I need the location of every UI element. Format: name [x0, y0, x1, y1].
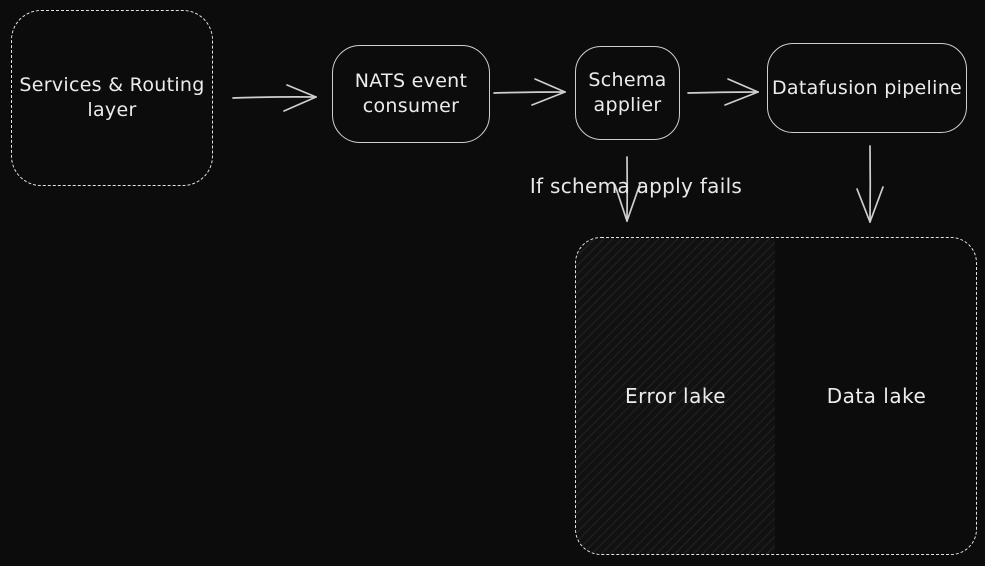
node-schema-applier[interactable]: Schema applier — [575, 46, 680, 140]
data-lake-region[interactable]: Data lake — [775, 238, 976, 554]
node-datafusion-pipeline-label: Datafusion pipeline — [771, 76, 963, 99]
node-nats-event-consumer-label: NATS event consumer — [354, 70, 468, 117]
arrow-datafusion-to-data-lake[interactable] — [856, 145, 884, 223]
lakes-container[interactable]: Error lake Data lake — [575, 237, 977, 555]
node-services-routing-layer[interactable]: Services & Routing layer — [11, 10, 213, 186]
arrow-nats-to-schema[interactable] — [493, 78, 566, 106]
node-schema-applier-label: Schema applier — [588, 69, 667, 116]
fail-condition-label: If schema apply fails — [529, 174, 743, 198]
node-nats-event-consumer[interactable]: NATS event consumer — [332, 45, 490, 143]
data-lake-label: Data lake — [826, 384, 927, 408]
error-lake-label: Error lake — [624, 384, 727, 408]
arrow-schema-to-error-lake[interactable] — [614, 156, 641, 222]
error-lake-region[interactable]: Error lake — [576, 238, 775, 554]
arrow-services-to-nats[interactable] — [232, 84, 317, 112]
node-datafusion-pipeline[interactable]: Datafusion pipeline — [767, 43, 967, 133]
arrow-schema-to-datafusion[interactable] — [687, 78, 759, 106]
node-services-routing-layer-label: Services & Routing layer — [19, 74, 205, 121]
